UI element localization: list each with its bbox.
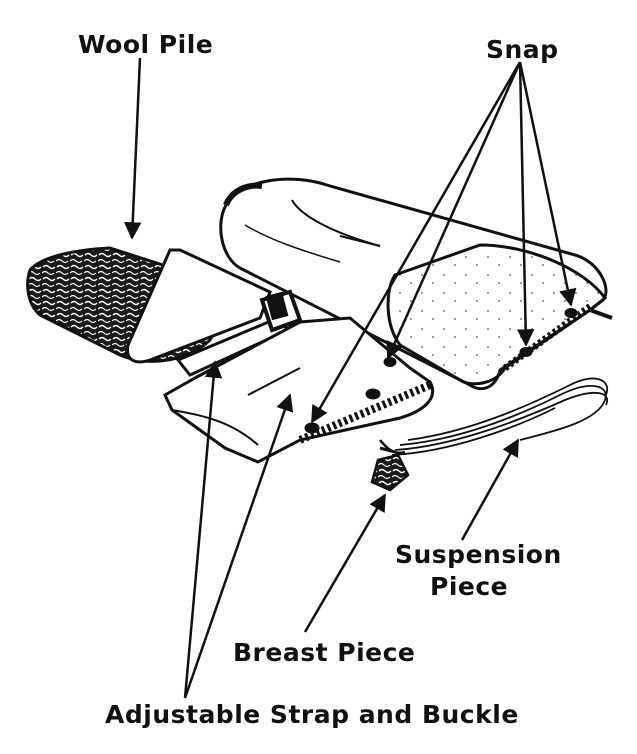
label-breast-piece: Breast Piece <box>233 638 416 667</box>
breast-piece-tab <box>370 446 410 492</box>
arrow-snap-4 <box>518 61 577 307</box>
arrow-snap-1 <box>310 61 522 424</box>
front-panel <box>163 308 578 464</box>
arrow-wool-pile <box>123 57 142 240</box>
label-snap: Snap <box>486 35 559 64</box>
suspension-cords <box>379 377 609 456</box>
wool-pile-pad <box>26 246 272 364</box>
arrow-strap-1 <box>183 360 223 699</box>
label-wool-pile: Wool Pile <box>78 30 214 59</box>
arrow-snap-2 <box>386 61 522 360</box>
arrow-snap-3 <box>516 61 535 347</box>
arrow-suspension <box>460 438 520 541</box>
label-suspension-line1: Suspension <box>395 540 562 569</box>
leader-arrows <box>123 57 577 699</box>
shoulder-pad-right <box>386 243 613 386</box>
arrow-strap-2 <box>183 393 294 699</box>
label-adjustable-strap: Adjustable Strap and Buckle <box>105 700 519 729</box>
arrow-breast-piece <box>303 493 387 633</box>
label-suspension-line2: Piece <box>430 572 509 601</box>
